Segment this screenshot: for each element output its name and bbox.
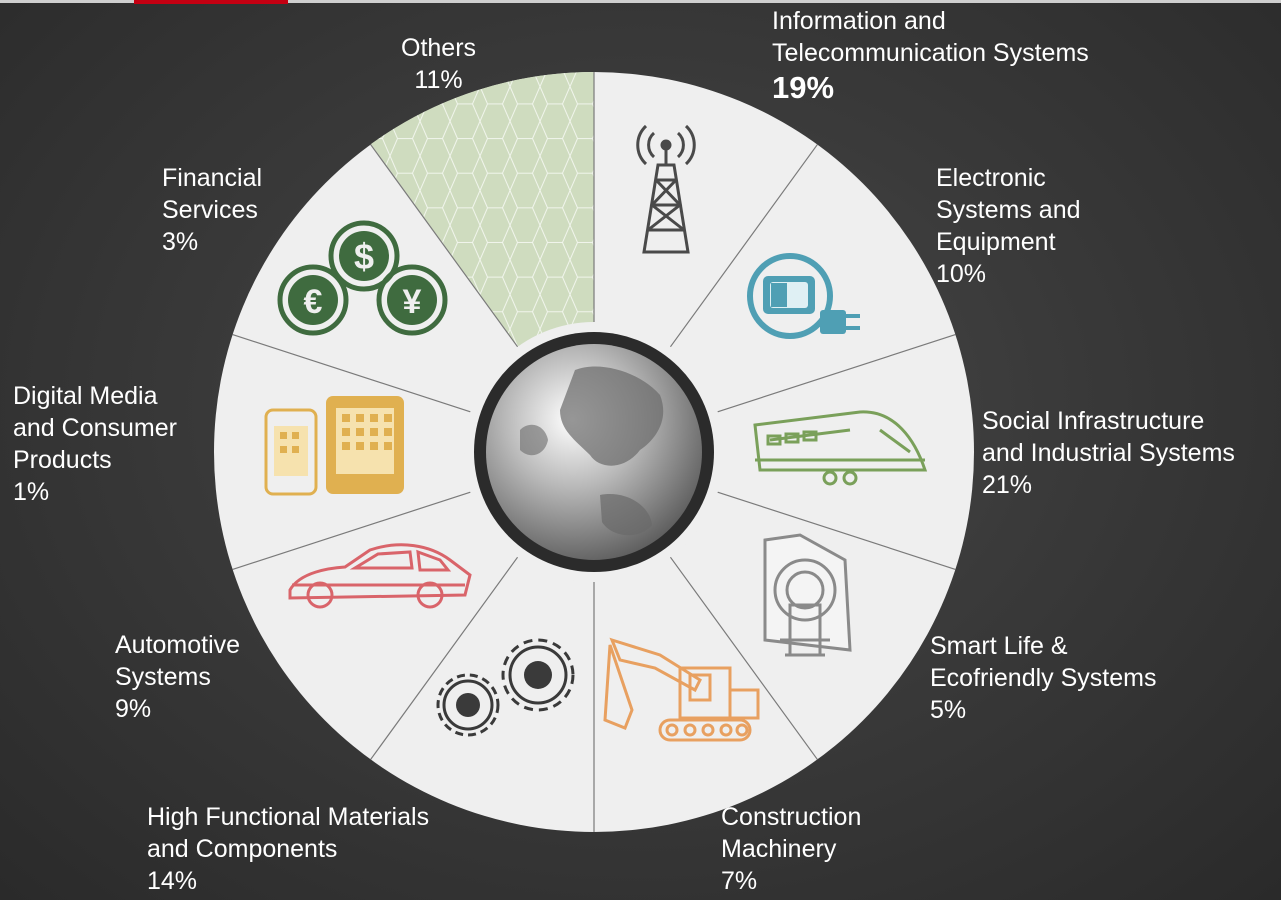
svg-text:¥: ¥ — [403, 283, 422, 321]
excavator-icon — [603, 637, 760, 742]
segment-divider — [232, 491, 471, 570]
svg-text:€: € — [304, 283, 323, 321]
segment-divider — [669, 556, 818, 760]
label-automotive-systems: Automotive Systems 9% — [115, 629, 240, 725]
segment-percent: 1% — [13, 478, 50, 506]
svg-text:$: $ — [354, 236, 374, 277]
top-accent-tab — [134, 0, 288, 4]
segment-percent: 14% — [147, 867, 198, 895]
segment-percent: 21% — [982, 471, 1033, 499]
segment-name: Construction Machinery — [721, 803, 862, 863]
segment-divider — [717, 334, 956, 413]
segment-divider — [370, 144, 519, 348]
segment-percent: 5% — [930, 696, 967, 724]
label-construction-machinery: Construction Machinery 7% — [721, 801, 861, 897]
segment-divider — [717, 491, 956, 570]
label-information-telecom: Information and Telecommunication System… — [772, 5, 1089, 107]
gears-icon — [436, 638, 575, 737]
segment-percent: 19% — [772, 70, 835, 105]
label-smart-life: Smart Life & Ecofriendly Systems 5% — [930, 630, 1156, 726]
tablet-phone-icon — [264, 396, 404, 496]
label-electronic-systems: Electronic Systems and Equipment 10% — [936, 162, 1081, 290]
segment-percent: 10% — [936, 260, 987, 288]
segment-name: Social Infrastructure and Industrial Sys… — [982, 407, 1235, 467]
segment-divider — [370, 556, 519, 760]
label-digital-media: Digital Media and Consumer Products 1% — [13, 380, 177, 508]
segment-percent: 9% — [115, 695, 152, 723]
currency-coins-icon: $ € ¥ — [277, 220, 448, 336]
segment-divider — [232, 334, 471, 413]
segment-name: High Functional Materials and Components — [147, 803, 430, 863]
segment-percent: 11% — [414, 66, 463, 94]
label-social-infrastructure: Social Infrastructure and Industrial Sys… — [982, 405, 1235, 501]
segment-dividers — [232, 72, 956, 832]
mri-scanner-icon — [763, 533, 852, 657]
segment-name: Digital Media and Consumer Products — [13, 382, 177, 474]
segment-name: Others — [401, 34, 477, 62]
label-financial-services: Financial Services 3% — [162, 162, 262, 258]
train-icon — [753, 410, 928, 486]
label-others: Others 11% — [401, 32, 476, 96]
globe-hub — [464, 322, 724, 582]
segment-name: Financial Services — [162, 164, 263, 224]
segment-divider — [669, 144, 818, 348]
segment-percent: 7% — [721, 867, 758, 895]
segment-name: Information and Telecommunication System… — [772, 7, 1089, 67]
battery-plug-icon — [747, 253, 860, 339]
segment-percent: 3% — [162, 228, 199, 256]
segment-name: Automotive Systems — [115, 631, 241, 691]
car-icon — [288, 543, 472, 609]
radio-tower-icon — [636, 124, 696, 254]
segment-name: Electronic Systems and Equipment — [936, 164, 1081, 256]
segment-name: Smart Life & Ecofriendly Systems — [930, 632, 1157, 692]
label-high-functional-materials: High Functional Materials and Components… — [147, 801, 429, 897]
top-bar — [0, 0, 1281, 3]
